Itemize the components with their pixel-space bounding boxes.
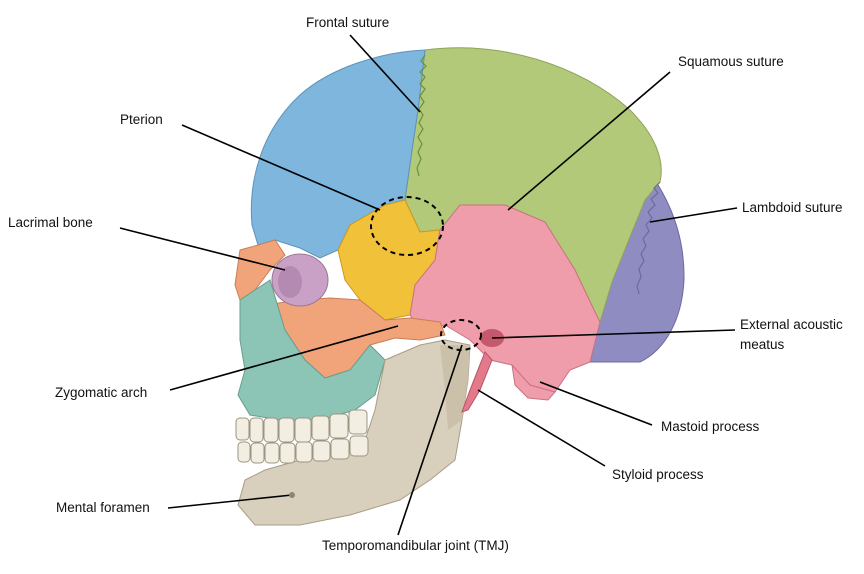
tmj-circle (440, 319, 482, 351)
label-frontal-suture: Frontal suture (306, 15, 390, 30)
label-lacrimal-bone: Lacrimal bone (8, 215, 93, 230)
lower-teeth (237, 435, 369, 464)
label-squamous-suture: Squamous suture (678, 54, 784, 69)
lacrimal-fossa (278, 266, 302, 298)
label-mastoid-process: Mastoid process (661, 419, 760, 434)
frontal-bone (250, 49, 426, 259)
label-lambdoid-suture: Lambdoid suture (742, 200, 843, 215)
label-pterion: Pterion (120, 112, 163, 127)
occipital-bone (589, 158, 685, 363)
styloid-process (461, 351, 493, 413)
leader-squamous-suture (507, 71, 671, 211)
label-external-acoustic-meatus: External acoustic meatus (740, 315, 843, 355)
leader-pterion (181, 124, 381, 211)
leader-styloid-process (477, 389, 606, 467)
coronal-suture (416, 54, 427, 177)
pterion-circle (370, 196, 444, 256)
leader-zygomatic-arch (169, 325, 399, 391)
leader-frontal-suture (349, 34, 421, 113)
leader-lines (119, 34, 738, 536)
leader-mental-foramen (167, 494, 293, 509)
lambdoid-suture-line (636, 181, 661, 295)
leader-mastoid-process (539, 381, 653, 426)
leader-lambdoid-suture (649, 207, 738, 223)
maxilla (237, 279, 386, 421)
nasal-bone (234, 239, 286, 301)
label-styloid-process: Styloid process (612, 467, 704, 482)
leader-external-acoustic-meatus (491, 329, 736, 339)
label-external-acoustic-meatus-line1: External acoustic (740, 317, 843, 332)
label-tmj: Temporomandibular joint (TMJ) (322, 538, 509, 553)
mandibular-ramus (440, 345, 470, 430)
leader-tmj (397, 344, 463, 536)
label-mental-foramen: Mental foramen (56, 500, 150, 515)
upper-teeth (235, 409, 368, 443)
label-external-acoustic-meatus-line2: meatus (740, 337, 785, 352)
mental-foramen-dot (289, 492, 295, 498)
mastoid-process (511, 363, 556, 401)
label-zygomatic-arch: Zygomatic arch (55, 385, 148, 400)
leader-lacrimal-bone (119, 227, 286, 271)
